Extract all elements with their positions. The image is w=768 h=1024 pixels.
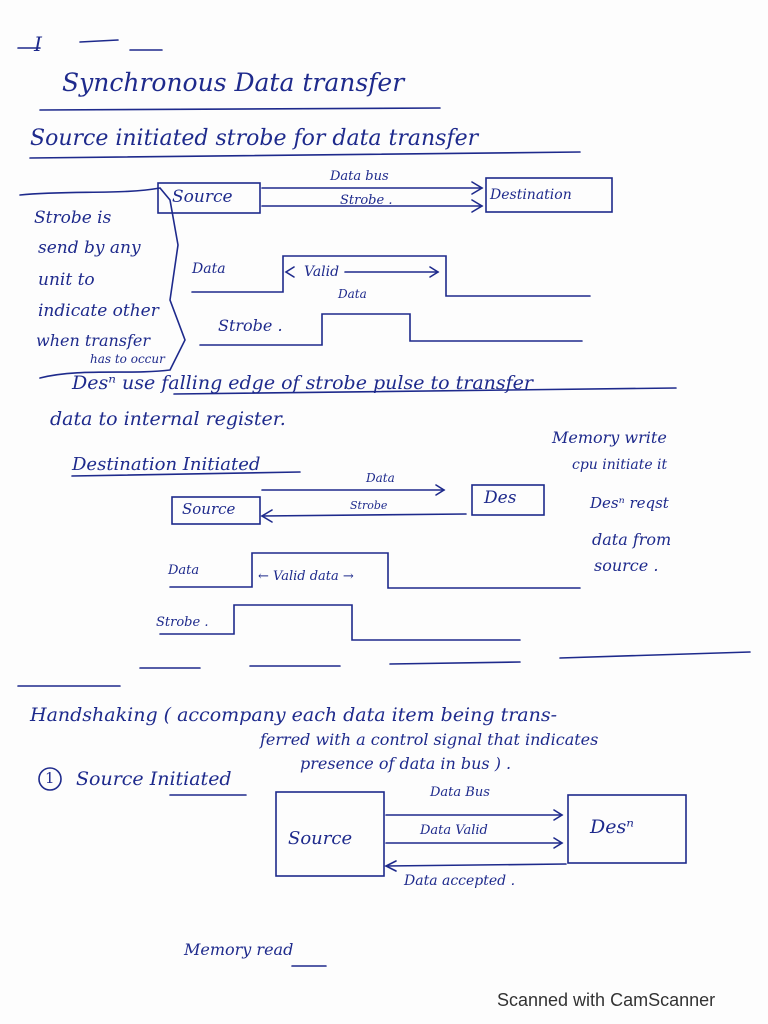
s1-strobe-wave xyxy=(199,313,583,346)
divider-dash-4 xyxy=(559,651,751,659)
s1-dest-box xyxy=(485,177,613,213)
scanner-watermark: Scanned with CamScanner xyxy=(497,990,716,1010)
s1-note-line-1: Strobe is xyxy=(34,208,112,228)
s2-source-box xyxy=(171,496,261,525)
s2-note-line-2: cpu initiate it xyxy=(572,457,668,473)
s1-bus-label: Data bus xyxy=(330,169,389,184)
s2-strobe-label: Strobe xyxy=(350,499,388,512)
s1-note-line-5: when transfer xyxy=(36,331,151,350)
s2-note-line-4: data from xyxy=(592,530,672,549)
s3-valid-arrowhead xyxy=(553,837,564,849)
s3-bus-label: Data Bus xyxy=(430,785,490,800)
s3-dest-box xyxy=(567,794,687,864)
s1-valid-arrowhead-r xyxy=(429,266,440,278)
s2-source-label: Source xyxy=(182,500,236,518)
item-number: 1 xyxy=(45,769,55,787)
s1-strobe-label: Strobe . xyxy=(340,193,393,208)
s2-strobe-signal: Strobe . xyxy=(156,615,209,630)
divider-dash-3 xyxy=(389,661,521,665)
heading2-underline xyxy=(71,471,301,477)
section3-heading-line3: presence of data in bus ) . xyxy=(300,754,512,773)
s1-note-line-a: Desⁿ use falling edge of strobe pulse to… xyxy=(72,372,534,394)
s1-data-wave xyxy=(191,255,591,297)
s2-dest-box xyxy=(471,484,545,516)
s2-note-line-1: Memory write xyxy=(552,428,667,447)
s1-note-line-2: send by any xyxy=(38,238,141,258)
s1-source-box xyxy=(157,182,261,214)
item-label: Source Initiated xyxy=(76,768,232,790)
s3-accepted-arrowhead xyxy=(384,860,397,872)
title-underline xyxy=(39,107,441,111)
page-title: Synchronous Data transfer xyxy=(62,68,405,97)
s2-strobe-wave xyxy=(159,604,521,641)
s2-data-label: Data xyxy=(366,471,395,485)
section3-heading-line1: Handshaking ( accompany each data item b… xyxy=(30,704,558,726)
s1-data-signal: Data xyxy=(192,261,226,277)
section2-heading: Destination Initiated xyxy=(72,454,261,475)
s1-note-line-4: indicate other xyxy=(38,301,159,321)
s1-note-line-b: data to internal register. xyxy=(50,408,286,430)
s1-note-line-3: unit to xyxy=(38,270,95,290)
s3-bus-arrowhead xyxy=(553,809,564,821)
s1-valid-label-2: Data xyxy=(338,287,367,301)
s1-valid-label: Valid xyxy=(304,264,340,280)
memory-read-note: Memory read xyxy=(184,940,294,959)
s2-data-wave xyxy=(169,552,581,589)
s1-bus-arrowhead xyxy=(471,181,484,195)
s3-valid-label: Data Valid xyxy=(420,823,488,838)
s2-note-line-3: Desⁿ reqst xyxy=(590,494,669,512)
s1-valid-arrowhead-l xyxy=(284,266,295,278)
s2-strobe-arrowhead xyxy=(260,509,273,523)
s2-valid-label: ← Valid data → xyxy=(258,569,354,584)
top-dash-1 xyxy=(79,39,119,43)
s2-data-arrowhead xyxy=(435,484,446,496)
s1-note-line-6: has to occur xyxy=(90,352,165,366)
page-mark: I xyxy=(34,32,42,56)
s3-accepted-arrow xyxy=(385,863,567,867)
s1-note-outline xyxy=(19,187,186,379)
s1-strobe-arrowhead xyxy=(471,199,484,213)
section3-heading-line2: ferred with a control signal that indica… xyxy=(260,730,599,749)
s3-dest-label: Desⁿ xyxy=(590,816,634,838)
s3-accepted-label: Data accepted . xyxy=(404,873,516,889)
s1-strobe-signal: Strobe . xyxy=(218,316,283,335)
s2-dest-label: Des xyxy=(484,488,517,508)
section1-heading: Source initiated strobe for data transfe… xyxy=(30,126,479,151)
s2-note-line-5: source . xyxy=(594,556,659,575)
s1-dest-label: Destination xyxy=(490,187,572,203)
heading1-underline xyxy=(29,151,581,159)
s3-source-label: Source xyxy=(288,828,353,849)
s1-source-label: Source xyxy=(172,187,233,207)
s1-note-underline xyxy=(173,387,677,395)
s2-strobe-arrow xyxy=(261,513,467,517)
s3-source-box xyxy=(275,791,385,877)
item-number-circle xyxy=(38,767,62,791)
s2-data-signal: Data xyxy=(168,563,200,578)
